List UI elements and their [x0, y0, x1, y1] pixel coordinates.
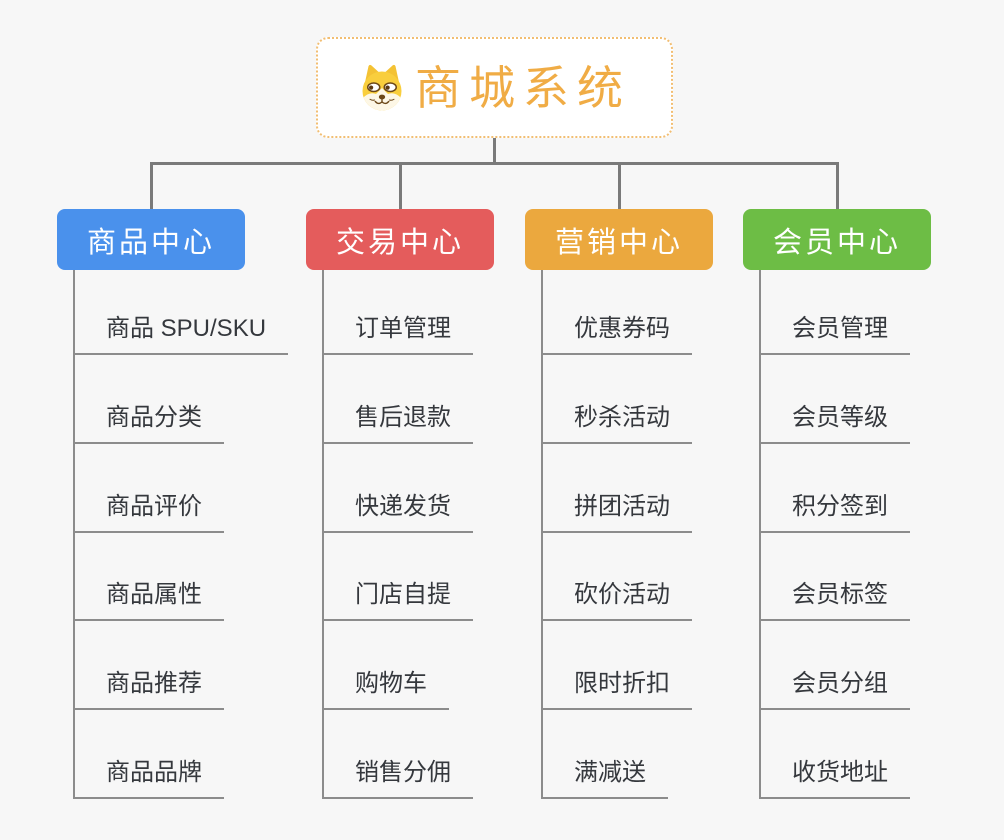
branch-spine-2	[322, 270, 324, 799]
leaf-item[interactable]: 会员分组	[759, 669, 910, 710]
branch-spine-3	[541, 270, 543, 799]
branch-node-4[interactable]: 会员中心	[743, 209, 931, 270]
leaf-item[interactable]: 商品推荐	[73, 669, 224, 710]
leaf-item[interactable]: 商品品牌	[73, 758, 224, 799]
leaf-item[interactable]: 会员管理	[759, 314, 910, 355]
leaf-item[interactable]: 商品分类	[73, 403, 224, 444]
leaf-item[interactable]: 快递发货	[322, 492, 473, 533]
leaf-item[interactable]: 优惠券码	[541, 314, 692, 355]
leaf-item[interactable]: 积分签到	[759, 492, 910, 533]
leaf-item[interactable]: 商品 SPU/SKU	[73, 314, 289, 355]
connector-drop-3	[835, 162, 839, 209]
shiba-dog-icon	[358, 62, 406, 114]
leaf-item[interactable]: 满减送	[541, 758, 668, 799]
leaf-item[interactable]: 商品属性	[73, 580, 224, 621]
branch-node-1[interactable]: 商品中心	[57, 209, 245, 270]
leaf-item[interactable]: 订单管理	[322, 314, 473, 355]
branch-node-3[interactable]: 营销中心	[525, 209, 713, 270]
leaf-item[interactable]: 秒杀活动	[541, 403, 692, 444]
leaf-item[interactable]: 限时折扣	[541, 669, 692, 710]
connector-drop-1	[398, 162, 402, 209]
leaf-item[interactable]: 销售分佣	[322, 758, 473, 799]
leaf-item[interactable]: 售后退款	[322, 403, 473, 444]
leaf-item[interactable]: 拼团活动	[541, 492, 692, 533]
connector-horizontal	[149, 162, 839, 165]
leaf-item[interactable]: 收货地址	[759, 758, 910, 799]
leaf-item[interactable]: 购物车	[322, 669, 449, 710]
branch-spine-1	[73, 270, 75, 799]
leaf-item[interactable]: 砍价活动	[541, 580, 692, 621]
root-node[interactable]: 商城系统	[316, 37, 673, 138]
leaf-item[interactable]: 商品评价	[73, 492, 224, 533]
branch-node-2[interactable]: 交易中心	[306, 209, 494, 270]
connector-drop-0	[149, 162, 153, 209]
connector-drop-2	[617, 162, 621, 209]
connector-root-stem	[493, 138, 496, 165]
leaf-item[interactable]: 会员标签	[759, 580, 910, 621]
leaf-item[interactable]: 门店自提	[322, 580, 473, 621]
root-title: 商城系统	[415, 61, 631, 114]
leaf-item[interactable]: 会员等级	[759, 403, 910, 444]
branch-spine-4	[759, 270, 761, 799]
